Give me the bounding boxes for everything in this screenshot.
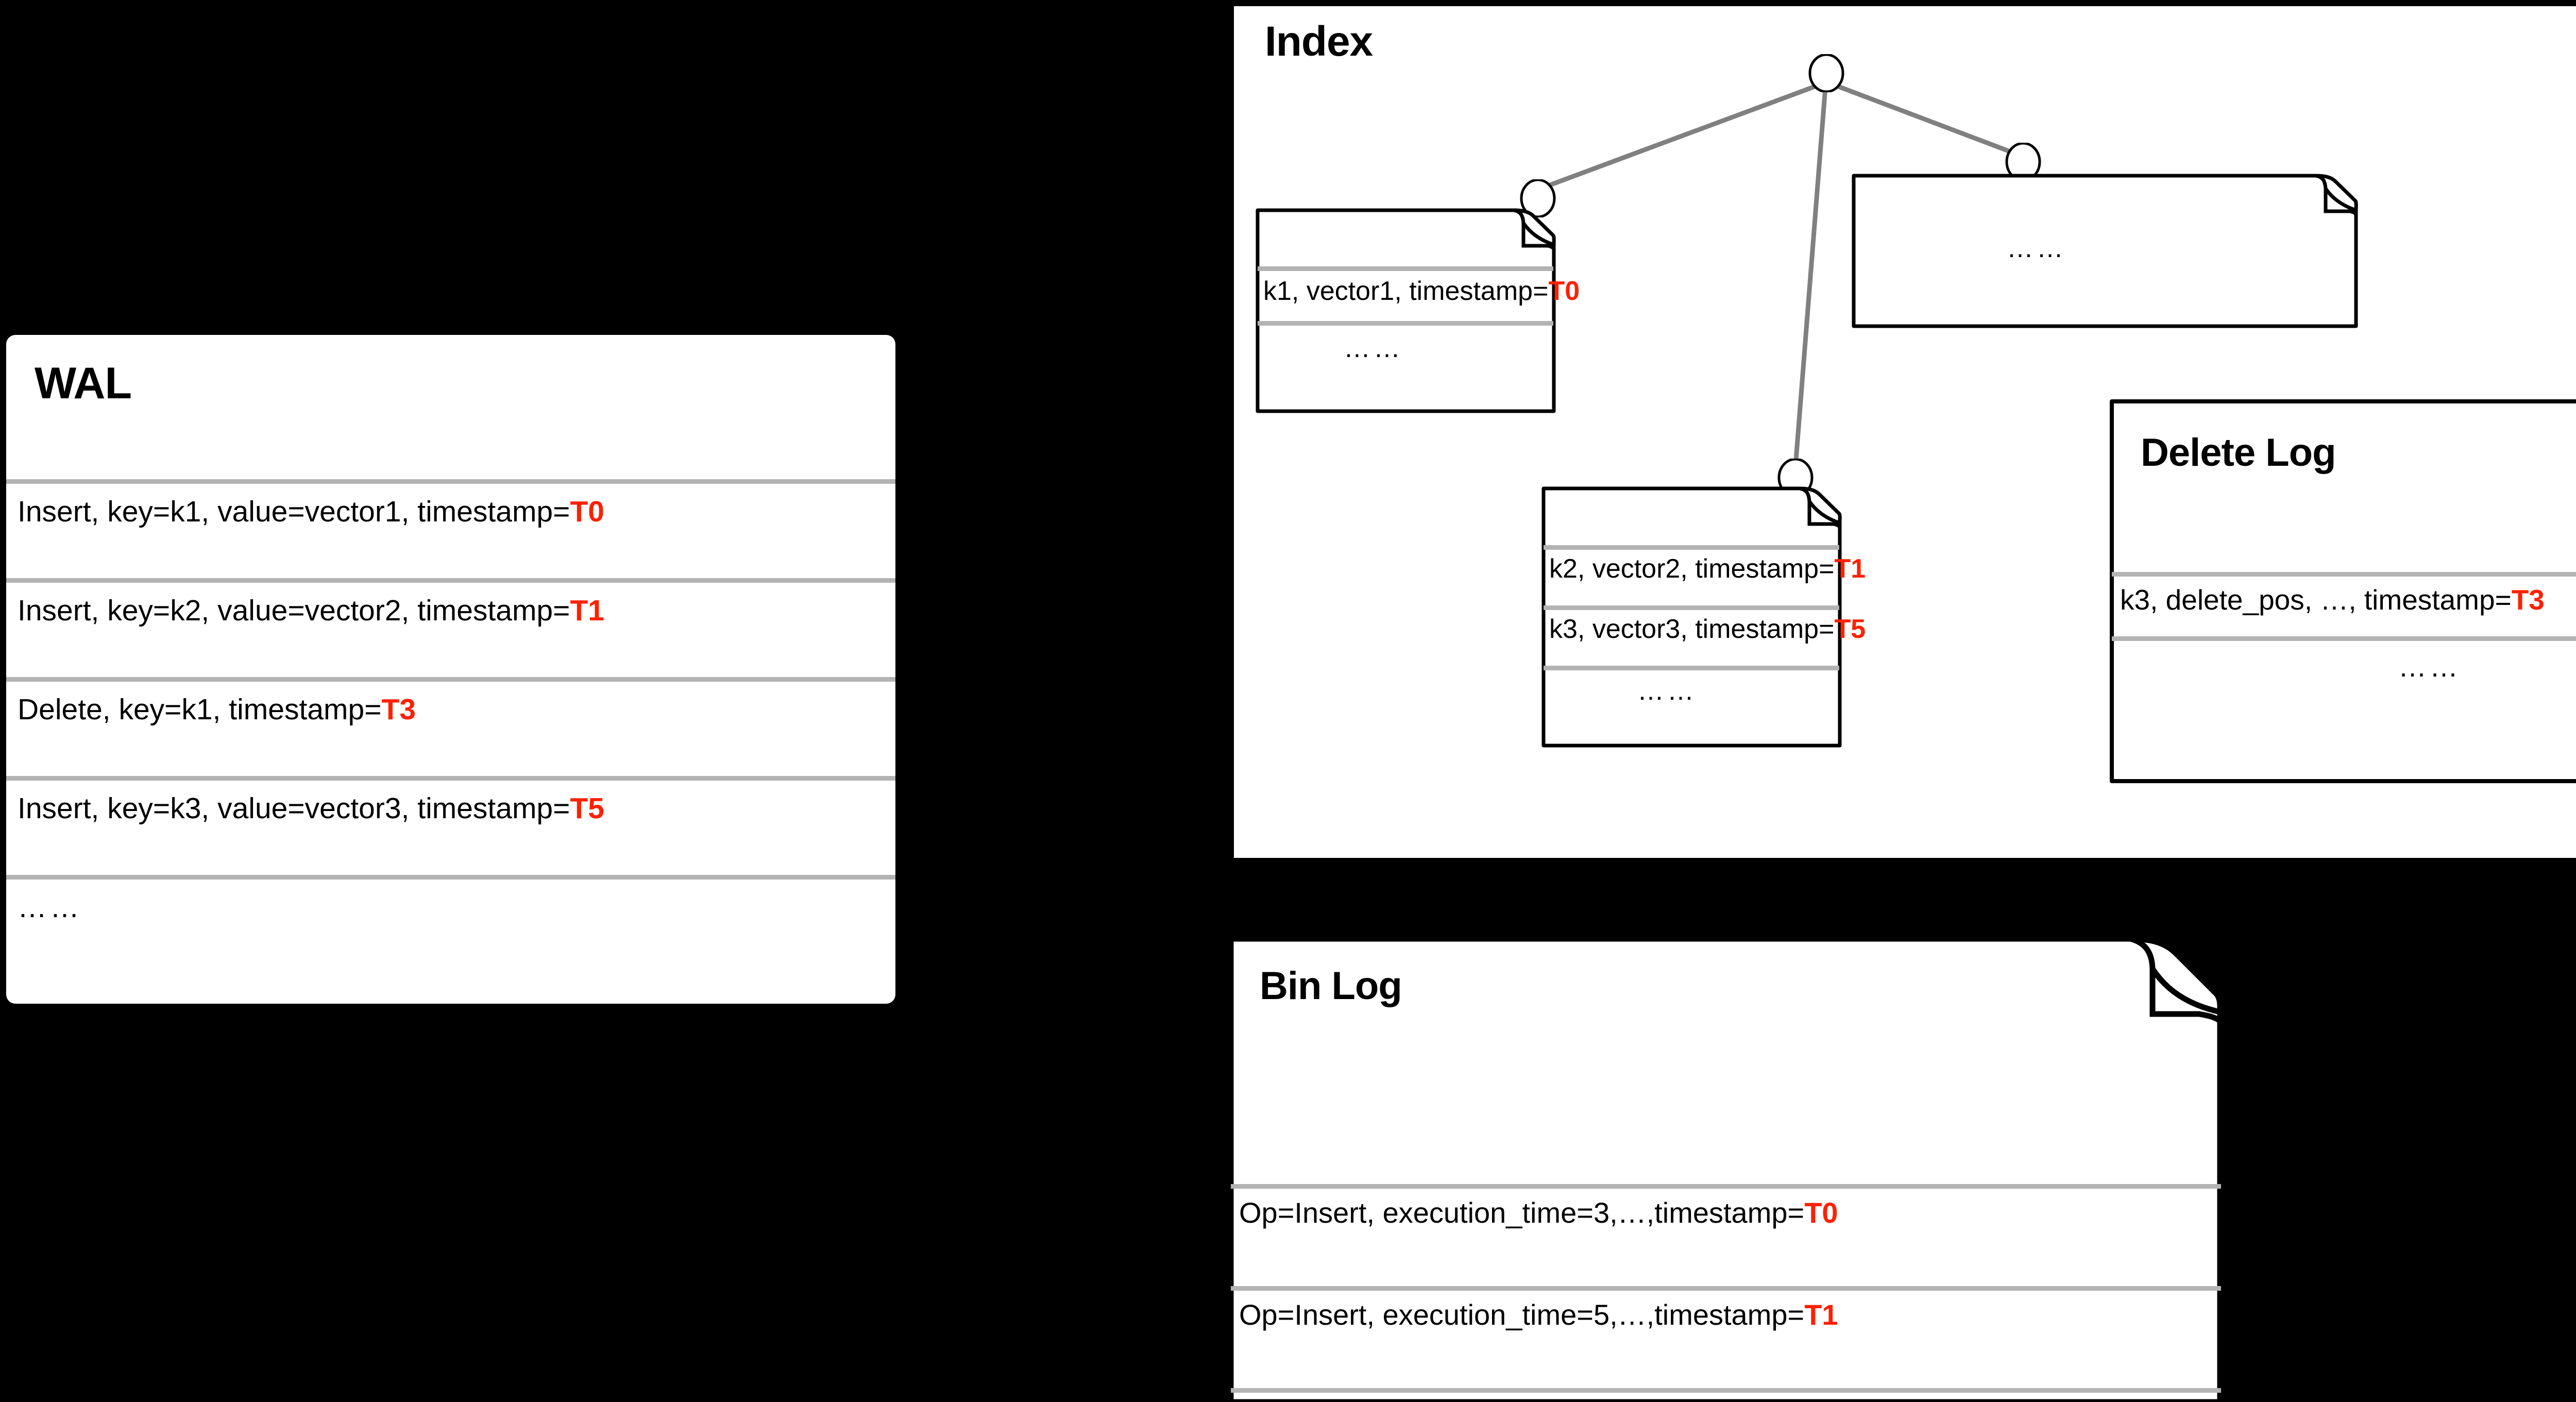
wal-row-2-text: Delete, key=k1, timestamp=: [18, 693, 382, 726]
leaf-k1-row-1: ……: [1344, 333, 1403, 363]
document-shape-icon: [1541, 486, 1842, 748]
bin-log-row-1: Op=Insert, execution_time=5,…,timestamp=…: [1239, 1300, 1838, 1329]
wal-row-3-text: Insert, key=k3, value=vector3, timestamp…: [18, 792, 570, 825]
leaf-k1-row-0-timestamp: T0: [1548, 276, 1580, 306]
bin-log-row-0-text: Op=Insert, execution_time=3,…,timestamp=: [1239, 1196, 1805, 1229]
delete-log-title: Delete Log: [2141, 431, 2336, 475]
index-panel: Index: [1234, 6, 2576, 858]
document-shape-icon: [1256, 208, 1556, 413]
leaf-k2k3-row-1: k3, vector3, timestamp=T5: [1549, 616, 1866, 643]
leaf-k2k3-row-1-timestamp: T5: [1834, 614, 1866, 644]
wal-row-2: Delete, key=k1, timestamp=T3: [18, 695, 416, 724]
wal-separator: [6, 578, 895, 583]
bin-log-separator: [1231, 1286, 2221, 1291]
delete-log-separator: [2112, 636, 2576, 641]
wal-row-2-timestamp: T3: [381, 693, 416, 726]
wal-title: WAL: [35, 359, 132, 408]
delete-log-separator: [2112, 572, 2576, 577]
wal-separator: [6, 776, 895, 781]
leaf-k2k3-row-0: k2, vector2, timestamp=T1: [1549, 555, 1866, 582]
wal-separator: [6, 677, 895, 682]
wal-panel: WAL Insert, key=k1, value=vector1, times…: [6, 335, 895, 1004]
root-node[interactable]: [1807, 54, 1845, 92]
delete-log-card: Delete Log k3, delete_pos, …, timestamp=…: [2110, 399, 2576, 783]
wal-separator: [6, 875, 895, 880]
bin-log-separator: [1231, 1184, 2221, 1189]
leaf-k2k3-row-2: ……: [1637, 676, 1697, 706]
leaf-ellipsis-row-0: ……: [2007, 233, 2066, 263]
wal-row-1-timestamp: T1: [570, 594, 604, 627]
document-shape-icon: [1852, 174, 2358, 328]
bin-log-separator: [1231, 1388, 2221, 1393]
leaf-k2k3-separator: [1544, 666, 1839, 670]
leaf-k2k3-row-1-text: k3, vector3, timestamp=: [1549, 614, 1835, 644]
delete-log-row-0: k3, delete_pos, …, timestamp=T3: [2120, 586, 2545, 614]
wal-row-3-timestamp: T5: [570, 792, 604, 825]
leaf-k2k3-row-0-timestamp: T1: [1834, 554, 1866, 584]
wal-row-3: Insert, key=k3, value=vector3, timestamp…: [18, 794, 604, 823]
bin-log-card: Bin Log Op=Insert, execution_time=3,…,ti…: [1228, 936, 2223, 1402]
bin-log-row-0-timestamp: T0: [1804, 1196, 1838, 1229]
leaf-k2k3-row-0-text: k2, vector2, timestamp=: [1549, 554, 1835, 584]
bin-log-row-1-timestamp: T1: [1804, 1298, 1838, 1331]
bin-log-row-2: ……: [1239, 1399, 1303, 1402]
bin-log-row-1-text: Op=Insert, execution_time=5,…,timestamp=: [1239, 1298, 1805, 1331]
delete-log-row-0-text: k3, delete_pos, …, timestamp=: [2120, 584, 2512, 616]
wal-row-0: Insert, key=k1, value=vector1, timestamp…: [18, 497, 604, 527]
delete-log-row-0-timestamp: T3: [2511, 584, 2545, 616]
index-leaf-k1-card: k1, vector1, timestamp=T0 ……: [1256, 208, 1580, 413]
left-child-node[interactable]: [1519, 179, 1557, 217]
delete-log-row-1: ……: [2398, 651, 2461, 683]
bin-log-row-0: Op=Insert, execution_time=3,…,timestamp=…: [1239, 1198, 1838, 1227]
index-leaf-k2k3-card: k2, vector2, timestamp=T1 k3, vector3, t…: [1541, 486, 1866, 748]
index-title: Index: [1265, 18, 1373, 65]
leaf-k2k3-separator: [1544, 605, 1839, 610]
leaf-k1-separator: [1258, 321, 1553, 326]
wal-row-4: ……: [18, 891, 82, 924]
leaf-k2k3-separator: [1544, 545, 1839, 550]
wal-row-1: Insert, key=k2, value=vector2, timestamp…: [18, 596, 604, 626]
wal-row-1-text: Insert, key=k2, value=vector2, timestamp…: [18, 594, 570, 627]
leaf-k1-row-0: k1, vector1, timestamp=T0: [1263, 278, 1580, 305]
leaf-k1-separator: [1258, 266, 1553, 271]
wal-separator: [6, 479, 895, 484]
index-leaf-ellipsis-card: ……: [1852, 174, 2358, 328]
bin-log-title: Bin Log: [1260, 964, 1402, 1008]
document-shape-icon: [2110, 399, 2576, 783]
wal-row-0-timestamp: T0: [570, 495, 604, 528]
leaf-k1-row-0-text: k1, vector1, timestamp=: [1263, 276, 1549, 306]
wal-row-0-text: Insert, key=k1, value=vector1, timestamp…: [18, 495, 570, 528]
